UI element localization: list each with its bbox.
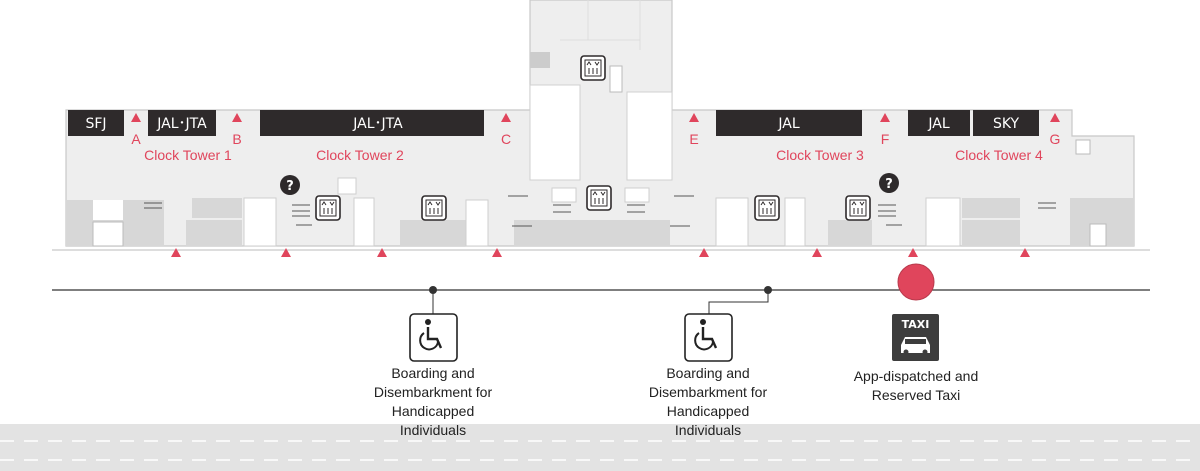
elevator-icon (586, 185, 612, 211)
entrance-marker-icon (492, 248, 502, 257)
elevator-icon (421, 195, 447, 221)
gate-label: G (1050, 131, 1061, 147)
elevator-icon (580, 55, 606, 81)
wheelchair-pickup-2-label: Boarding and Disembarkment for Handicapp… (648, 365, 768, 438)
entrance-markers (171, 248, 1030, 257)
counter-label: JAL･JTA (352, 116, 403, 132)
wheelchair-icon (409, 313, 458, 362)
gate-label: C (501, 131, 511, 147)
elevator-icon (315, 195, 341, 221)
gate-label: A (131, 131, 141, 147)
gate-b: B (232, 113, 242, 147)
entrance-marker-icon (699, 248, 709, 257)
counter-label: JAL･JTA (156, 116, 207, 132)
gate-f: F (880, 113, 890, 147)
gate-label: B (232, 131, 241, 147)
information-icon: ? (280, 175, 300, 195)
counter-jal-jta-2: JAL･JTA (260, 110, 484, 136)
entrance-marker-icon (1020, 248, 1030, 257)
counter-label: SFJ (85, 116, 106, 132)
taxi-icon: TAXI (892, 314, 939, 361)
counter-jal-jta-1: JAL･JTA (148, 110, 216, 136)
entrance-marker-icon (377, 248, 387, 257)
counter-jal: JAL (716, 110, 862, 136)
door-arrows-icon (144, 195, 1056, 227)
gate-a: A (131, 113, 141, 147)
taxi-label: App-dispatched and Reserved Taxi (853, 368, 979, 403)
clock-tower-1-label: Clock Tower 1 (144, 147, 232, 163)
gate-label: E (689, 131, 698, 147)
gate-marker-icon (1050, 113, 1060, 122)
wheelchair-icon (684, 313, 733, 362)
gate-marker-icon (501, 113, 511, 122)
clock-tower-3-label: Clock Tower 3 (776, 147, 864, 163)
svg-text:?: ? (286, 179, 294, 194)
counter-sky: SKY (973, 110, 1039, 136)
gate-marker-icon (232, 113, 242, 122)
counter-sfj: SFJ (68, 110, 124, 136)
counter-label: SKY (993, 116, 1020, 132)
elevator-icon (754, 195, 780, 221)
road (0, 424, 1200, 471)
counter-label: JAL (927, 116, 949, 132)
gate-label: F (881, 131, 890, 147)
gate-marker-icon (689, 113, 699, 122)
svg-text:?: ? (885, 177, 893, 192)
gate-e: E (689, 113, 699, 147)
gate-c: C (501, 113, 511, 147)
entrance-marker-icon (812, 248, 822, 257)
wheelchair-pickup-1-label: Boarding and Disembarkment for Handicapp… (373, 365, 493, 438)
gate-marker-icon (131, 113, 141, 122)
taxi-sign-text: TAXI (902, 318, 930, 331)
gate-marker-icon (880, 113, 890, 122)
clock-tower-2-label: Clock Tower 2 (316, 147, 404, 163)
wheelchair-pickup-1 (409, 286, 458, 362)
taxi-location-marker (897, 263, 935, 301)
counter-jal-2: JAL (908, 110, 970, 136)
information-icon: ? (879, 173, 899, 193)
elevator-icon (845, 195, 871, 221)
gate-g: G (1050, 113, 1061, 147)
entrance-marker-icon (281, 248, 291, 257)
counter-label: JAL (777, 116, 799, 132)
clock-tower-4-label: Clock Tower 4 (955, 147, 1043, 163)
taxi-stand: TAXI (892, 263, 939, 361)
wheelchair-pickup-2 (684, 286, 772, 362)
entrance-marker-icon (908, 248, 918, 257)
entrance-marker-icon (171, 248, 181, 257)
